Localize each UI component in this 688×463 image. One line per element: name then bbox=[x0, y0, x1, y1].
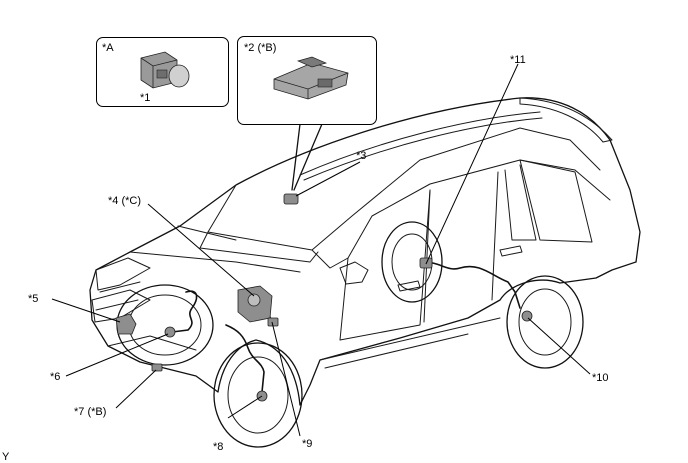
callout-box-a: *A *1 bbox=[96, 37, 229, 107]
brake-actuator-illustration bbox=[140, 51, 190, 89]
front-speed-sensor-left-part bbox=[164, 326, 176, 338]
label-5: *5 bbox=[28, 293, 39, 305]
label-3: *3 bbox=[356, 150, 367, 162]
label-8: *8 bbox=[213, 441, 224, 453]
label-6: *6 bbox=[50, 371, 61, 383]
yaw-rate-sensor-part bbox=[283, 193, 299, 205]
brake-actuator-part bbox=[237, 285, 273, 323]
corner-mark: Y bbox=[2, 451, 10, 463]
label-9: *9 bbox=[302, 438, 313, 450]
front-right-wheel bbox=[213, 342, 303, 448]
leader-lines bbox=[51, 63, 591, 437]
callout-a-part-label: *1 bbox=[140, 92, 151, 104]
callout-b-pointer bbox=[291, 123, 323, 191]
label-10: *10 bbox=[592, 372, 609, 384]
callout-b-tag: *2 (*B) bbox=[244, 42, 277, 54]
callout-box-b: *2 (*B) bbox=[237, 36, 377, 125]
vehicle-body bbox=[89, 97, 641, 406]
label-4: *4 (*C) bbox=[108, 195, 142, 207]
rear-speed-sensor-right-part bbox=[521, 310, 533, 322]
front-speed-sensor-rotor-part bbox=[151, 363, 163, 372]
skid-control-ecu-part bbox=[115, 313, 137, 335]
callout-a-tag: *A bbox=[102, 42, 114, 54]
rear-left-wheel bbox=[381, 221, 443, 303]
label-7: *7 (*B) bbox=[74, 406, 107, 418]
label-11: *11 bbox=[510, 54, 526, 66]
yaw-rate-sensor-illustration bbox=[273, 56, 349, 100]
rear-right-wheel bbox=[506, 275, 584, 369]
